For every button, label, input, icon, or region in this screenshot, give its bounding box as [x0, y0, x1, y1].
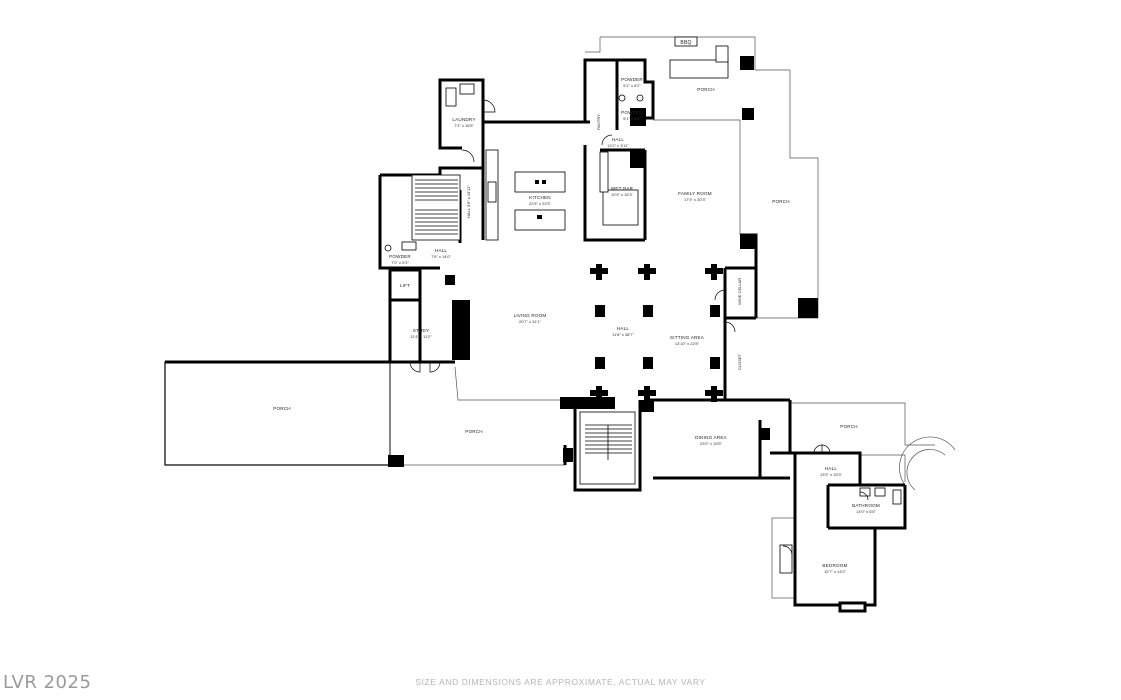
columns: [388, 56, 818, 467]
room-name: BEDROOM: [822, 563, 847, 568]
room-name: FAMILY ROOM: [678, 191, 712, 196]
room-dimension: 15'7" x 14'2": [824, 569, 847, 574]
room-hall-top: HALL 13'2" x 3'11": [607, 137, 629, 148]
room-name: LAUNDRY: [452, 117, 475, 122]
room-kitchen: KITCHEN 22'5" x 22'5": [529, 195, 552, 206]
room-lift: LIFT: [400, 283, 410, 288]
room-name: HALL: [612, 137, 625, 142]
porch-label-top: PORCH: [697, 87, 715, 92]
room-bedroom: BEDROOM 15'7" x 14'2": [822, 563, 847, 574]
room-dimension: 13'2" x 3'11": [607, 143, 629, 148]
room-name: SITTING AREA: [670, 335, 705, 340]
porch-label-center: PORCH: [465, 429, 483, 434]
room-name: HALL: [617, 326, 630, 331]
room-dimension: 7'3" x 16'5": [454, 123, 474, 128]
room-study: STUDY 11'4" x 11'2": [410, 328, 432, 339]
vertical-labels: HALL 3'6" x 13'11" WINE CELLAR CLOSET PA…: [466, 114, 742, 370]
room-name: POWDER: [389, 254, 411, 259]
room-dimension: 10'9" x 16'3": [611, 192, 634, 197]
bbq-label: BBQ: [680, 40, 691, 46]
room-dimension: 11'8" x 38'7": [612, 332, 634, 337]
room-name: DINING AREA: [695, 435, 728, 440]
porch-outlines: [164, 36, 956, 599]
room-dimension: 14'0" x 6'5": [856, 509, 876, 514]
walls: [165, 58, 907, 613]
wine-cellar-label: WINE CELLAR: [737, 278, 742, 305]
room-labels: LAUNDRY 7'3" x 16'5" KITCHEN 22'5" x 22'…: [389, 77, 880, 574]
room-name: WET BAR: [611, 186, 634, 191]
room-name: KITCHEN: [529, 195, 551, 200]
room-living-room: LIVING ROOM 20'7" x 31'1": [514, 313, 547, 324]
room-dimension: 5'1" x 4'8": [623, 116, 641, 121]
hall-stair-label: HALL 3'6" x 13'11": [466, 185, 471, 218]
porch-label-right: PORCH: [772, 199, 790, 204]
room-name: LIFT: [400, 283, 410, 288]
room-dimension: 17'9" x 30'3": [684, 197, 707, 202]
room-dimension: 5'1" x 8'2": [623, 83, 641, 88]
brand-watermark: LVR 2025: [3, 672, 92, 693]
room-powder-left: POWDER 7'0" x 5'3": [389, 254, 411, 265]
room-dimension: 13'10" x 22'8": [675, 341, 700, 346]
room-dimension: 11'4" x 11'2": [410, 334, 432, 339]
stairs: [411, 174, 636, 485]
room-powder-b: POWDER 5'1" x 4'8": [621, 110, 643, 121]
fixtures: [384, 83, 902, 574]
room-laundry: LAUNDRY 7'3" x 16'5": [452, 117, 475, 128]
room-dining-area: DINING AREA 23'0" x 15'5": [695, 435, 728, 446]
disclaimer-text: SIZE AND DIMENSIONS ARE APPROXIMATE, ACT…: [415, 677, 706, 687]
room-family-room: FAMILY ROOM 17'9" x 30'3": [678, 191, 712, 202]
room-hall-center: HALL 11'8" x 38'7": [612, 326, 634, 337]
room-name: BATHROOM: [852, 503, 880, 508]
room-powder-a: POWDER 5'1" x 8'2": [621, 77, 643, 88]
room-dimension: 20'7" x 31'1": [519, 319, 542, 324]
room-name: POWDER: [621, 77, 643, 82]
porch-label-left: PORCH: [273, 406, 291, 411]
room-dimension: 7'9" x 14'0": [431, 254, 451, 259]
room-sitting-area: SITTING AREA 13'10" x 22'8": [670, 335, 705, 346]
room-wet-bar: WET BAR 10'9" x 16'3": [611, 186, 634, 197]
closet-label: CLOSET: [737, 353, 742, 370]
room-hall-right: HALL 13'3" x 15'3": [820, 466, 843, 477]
room-dimension: 13'3" x 15'3": [820, 472, 843, 477]
room-name: HALL: [825, 466, 838, 471]
room-name: HALL: [435, 248, 448, 253]
room-dimension: 22'5" x 22'5": [529, 201, 552, 206]
room-name: LIVING ROOM: [514, 313, 547, 318]
room-dimension: 7'0" x 5'3": [391, 260, 409, 265]
room-hall-left: HALL 7'9" x 14'0": [431, 248, 451, 259]
porch-labels: PORCH PORCH PORCH PORCH PORCH: [273, 87, 858, 434]
porch-label-bedroom: PORCH: [840, 424, 858, 429]
room-name: STUDY: [413, 328, 430, 333]
pantry-label: PANTRY: [596, 114, 601, 130]
room-bathroom: BATHROOM 14'0" x 6'5": [852, 503, 880, 514]
room-dimension: 23'0" x 15'5": [700, 441, 723, 446]
doors: [409, 99, 869, 556]
room-name: POWDER: [621, 110, 643, 115]
